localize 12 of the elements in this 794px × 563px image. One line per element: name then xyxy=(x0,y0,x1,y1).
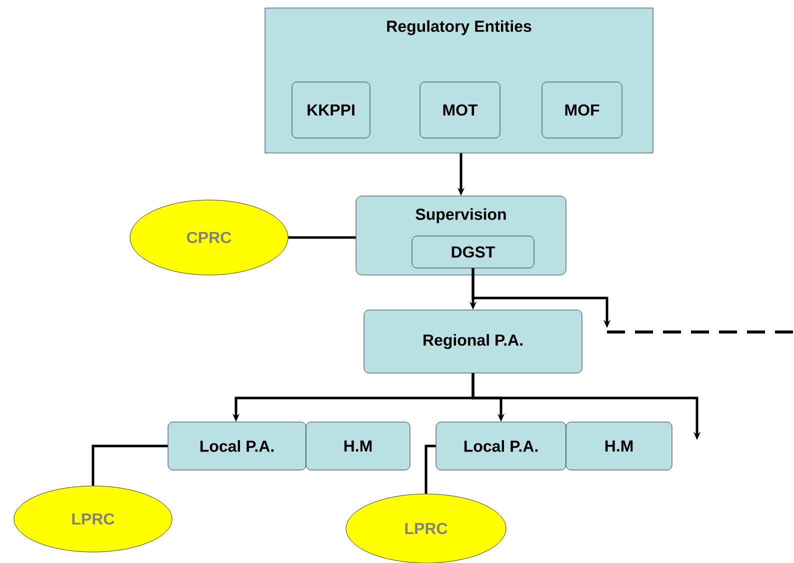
org-box: H.M xyxy=(306,422,410,470)
connector-line xyxy=(92,444,168,486)
org-box: Regional P.A. xyxy=(364,310,582,374)
org-box: MOT xyxy=(420,82,500,138)
org-box: KKPPI xyxy=(292,82,370,138)
org-box: MOF xyxy=(542,82,622,138)
org-box: DGST xyxy=(412,236,534,268)
connector-line xyxy=(424,444,436,494)
org-box: Local P.A. xyxy=(168,422,306,470)
org-box: H.M xyxy=(566,422,672,470)
connector-line xyxy=(288,236,356,239)
org-box: Local P.A. xyxy=(436,422,566,470)
